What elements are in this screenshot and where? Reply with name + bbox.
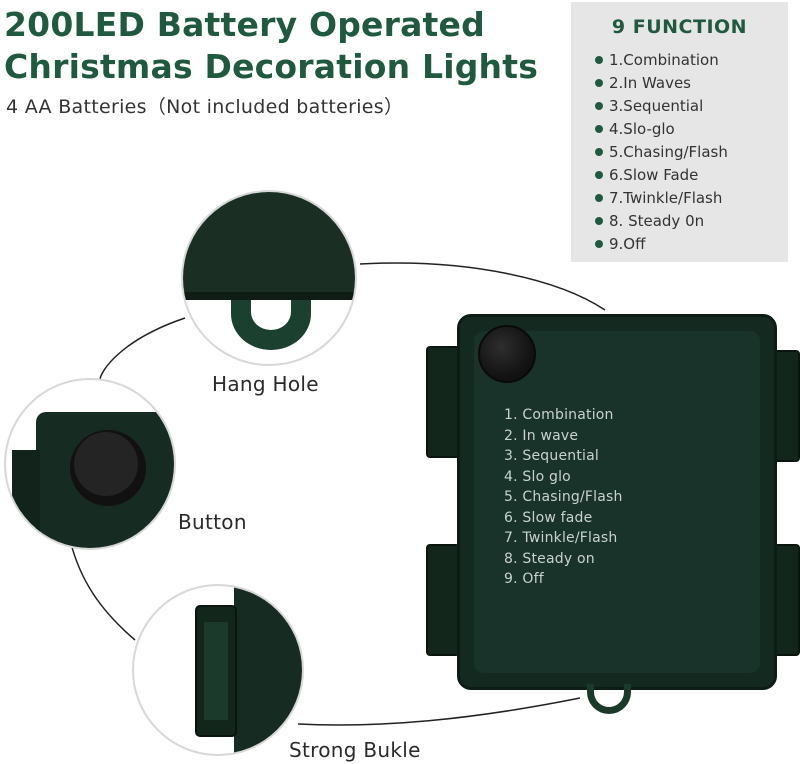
battery-box: 1. Combination 2. In wave 3. Sequential … [457, 314, 777, 690]
box-mode-item: 9. Off [504, 571, 544, 587]
bullet-icon [595, 78, 603, 87]
functions-list: 1.Combination 2.In Waves 3.Sequential 4.… [595, 48, 728, 255]
zoom-button [4, 378, 176, 550]
function-item: 6.Slow Fade [595, 163, 728, 186]
bullet-icon [595, 101, 603, 110]
bullet-icon [595, 147, 603, 156]
callout-strong-buckle: Strong Bukle [289, 738, 421, 762]
function-item: 4.Slo-glo [595, 117, 728, 140]
box-mode-item: 4. Slo glo [504, 468, 571, 485]
arc-top [359, 262, 606, 311]
zoom-buckle [132, 584, 304, 756]
callout-button: Button [178, 510, 247, 534]
function-item: 1.Combination [595, 48, 728, 71]
mode-button[interactable] [478, 325, 536, 383]
battery-note: 4 AA Batteries（Not included batteries） [6, 96, 404, 118]
function-item: 7.Twinkle/Flash [595, 186, 728, 209]
function-item: 8. Steady 0n [595, 209, 728, 232]
function-item: 5.Chasing/Flash [595, 140, 728, 163]
bullet-icon [595, 124, 603, 133]
function-item: 3.Sequential [595, 94, 728, 117]
arc-lower-left [69, 539, 136, 641]
bullet-icon [595, 216, 603, 225]
zoom-hang-hole [181, 190, 357, 366]
box-mode-item: 5. Chasing/Flash [504, 489, 623, 505]
product-title: 200LED Battery Operated Christmas Decora… [4, 4, 538, 88]
bullet-icon [595, 193, 603, 202]
bullet-icon [595, 170, 603, 179]
left-buckle-top [426, 346, 460, 458]
button-illustration [12, 412, 174, 548]
hang-hole-illustration [183, 192, 355, 350]
box-mode-item: 3. Sequential [504, 448, 600, 464]
box-mode-item: 8. Steady on [504, 550, 595, 567]
box-mode-item: 7. Twinkle/Flash [504, 530, 618, 546]
box-mode-item: 6. Slow fade [504, 509, 593, 526]
box-mode-item: 2. In wave [504, 427, 579, 444]
box-mode-item: 1. Combination [504, 407, 614, 423]
function-item: 9.Off [595, 232, 728, 255]
product-title-line1: 200LED Battery Operated [4, 5, 485, 44]
battery-box-mode-list: 1. Combination 2. In wave 3. Sequential … [504, 407, 623, 592]
product-title-line2: Christmas Decoration Lights [4, 47, 539, 86]
left-buckle-bottom [426, 544, 460, 656]
functions-panel: 9 FUNCTION 1.Combination 2.In Waves 3.Se… [571, 2, 788, 262]
battery-box-lid [474, 331, 760, 673]
bullet-icon [595, 55, 603, 64]
hang-hole-loop [587, 684, 631, 714]
arc-upper-left [99, 317, 186, 381]
bullet-icon [595, 239, 603, 248]
callout-hang-hole: Hang Hole [212, 372, 319, 396]
function-item: 2.In Waves [595, 71, 728, 94]
buckle-illustration [195, 586, 302, 754]
arc-bottom [297, 697, 581, 726]
functions-title: 9 FUNCTION [611, 16, 748, 38]
